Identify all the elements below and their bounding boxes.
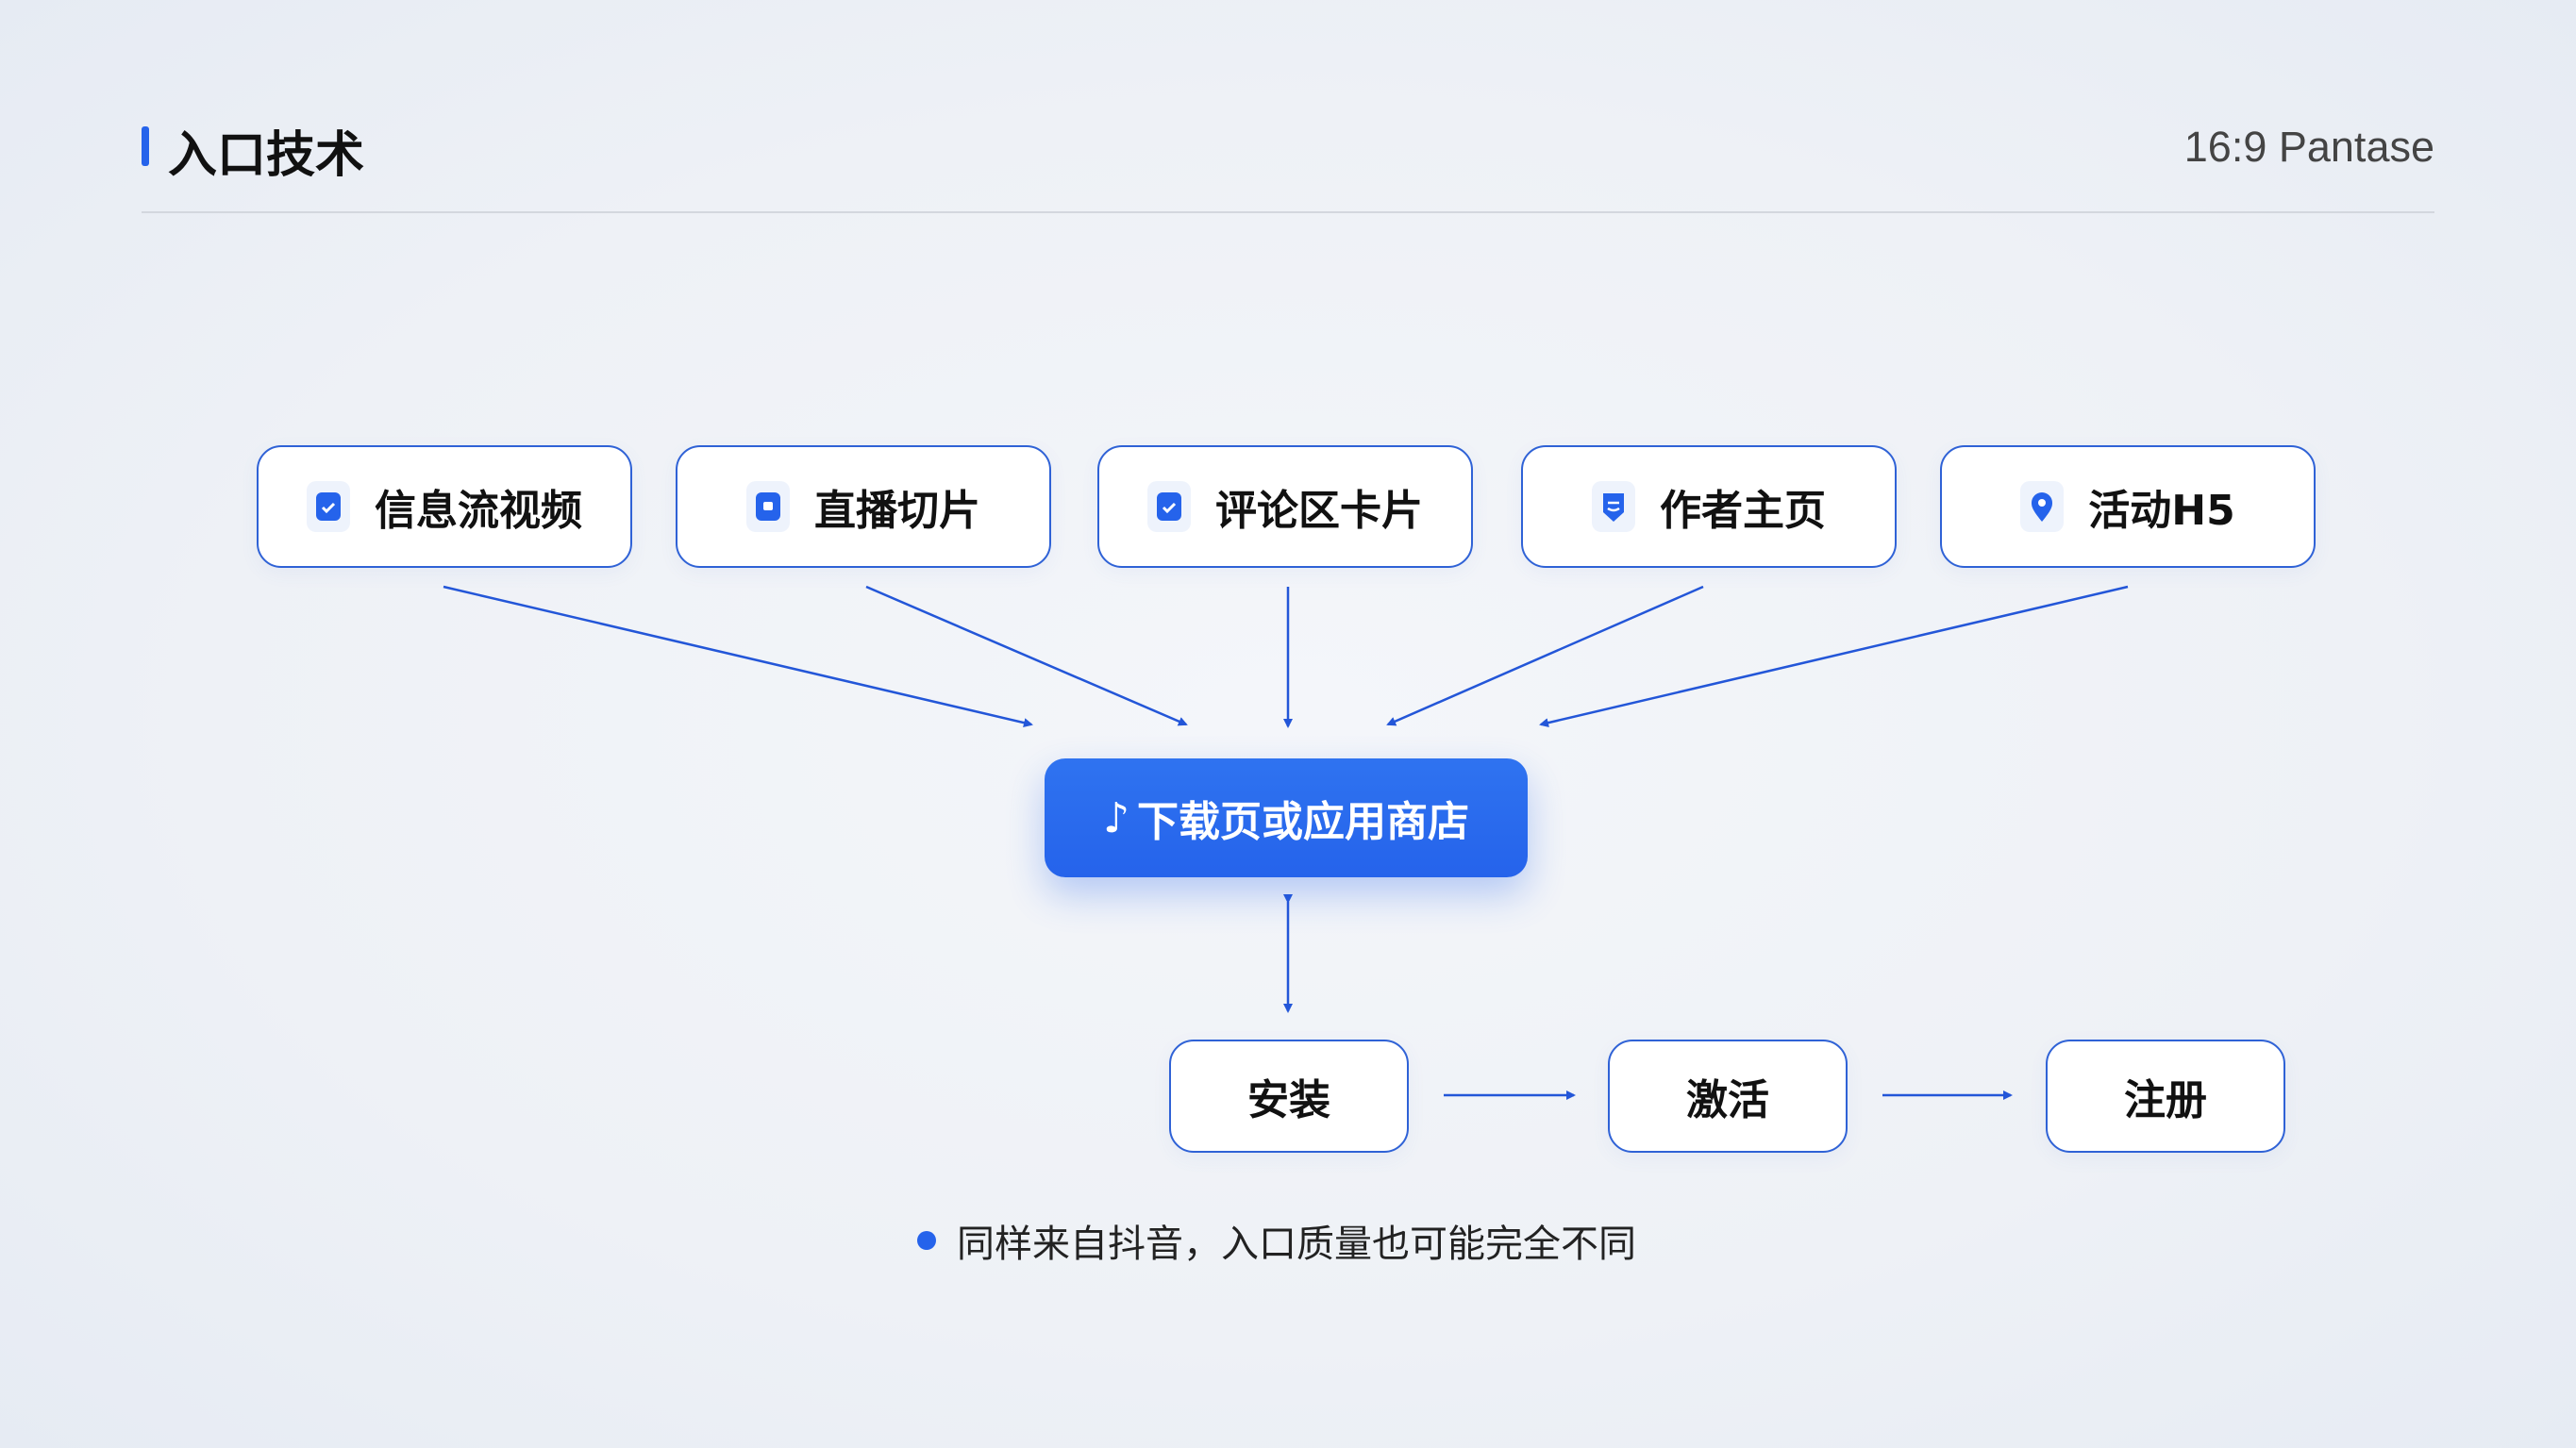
- center-label: 下载页或应用商店: [1137, 798, 1470, 846]
- bullet-note: 同样来自抖音，入口质量也可能完全不同: [917, 1213, 1636, 1268]
- header-divider: [142, 211, 2434, 213]
- entry-label: 活动H5: [2088, 487, 2235, 535]
- step-label: 注册: [2124, 1076, 2207, 1124]
- arrow-entry-5: [1539, 585, 2129, 728]
- entry-label: 信息流视频: [375, 487, 582, 535]
- entry-label: 直播切片: [814, 487, 980, 535]
- arrow-entry-2: [865, 585, 1188, 726]
- entry-comment-card: 评论区卡片: [1097, 445, 1473, 568]
- entry-feed-video: 信息流视频: [257, 445, 632, 568]
- arrow-entry-4: [1386, 585, 1704, 726]
- bullet-text: 同样来自抖音，入口质量也可能完全不同: [957, 1223, 1636, 1266]
- step-label: 安装: [1247, 1076, 1330, 1124]
- entry-live-clip: 直播切片: [676, 445, 1051, 568]
- step-install: 安装: [1169, 1040, 1409, 1153]
- step-label: 激活: [1686, 1076, 1769, 1124]
- step-register: 注册: [2046, 1040, 2285, 1153]
- entry-event-h5: 活动H5: [1940, 445, 2316, 568]
- title-accent-bar: [142, 126, 149, 166]
- download-page-node: ♪ 下载页或应用商店: [1045, 758, 1528, 877]
- entry-label: 作者主页: [1660, 487, 1826, 535]
- page-title: 入口技术: [168, 127, 365, 184]
- entry-label: 评论区卡片: [1215, 487, 1423, 535]
- check-badge-icon: [1147, 481, 1191, 532]
- check-badge-icon: [307, 481, 350, 532]
- brand-label: 16:9 Pantase: [2183, 123, 2434, 171]
- entry-author-page: 作者主页: [1521, 445, 1897, 568]
- tiktok-note-icon: ♪: [1102, 793, 1130, 842]
- bullet-dot-icon: [917, 1231, 936, 1250]
- step-activate: 激活: [1608, 1040, 1848, 1153]
- user-badge-icon: [1592, 481, 1635, 532]
- camera-badge-icon: [746, 481, 790, 532]
- arrow-entry-1: [443, 585, 1033, 728]
- location-pin-icon: [2020, 481, 2065, 532]
